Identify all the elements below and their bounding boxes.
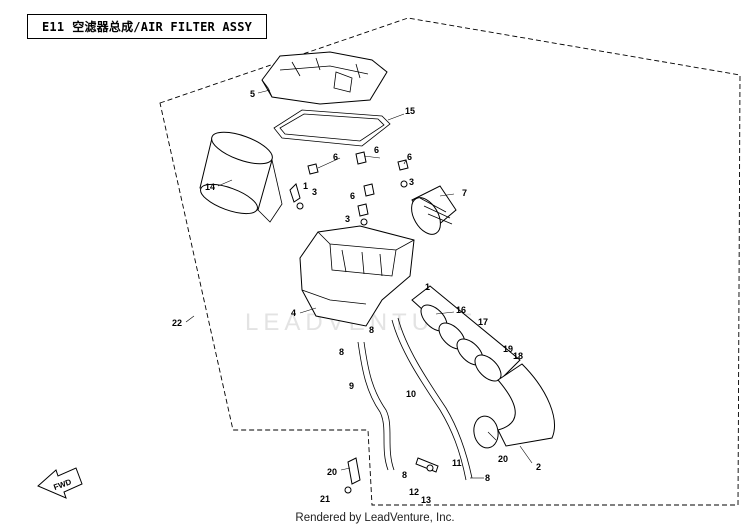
fwd-arrow-icon: FWD	[37, 467, 83, 499]
callout-3-right: 3	[409, 177, 414, 187]
callout-17: 17	[478, 317, 488, 327]
diagram-title: 空滤器总成/AIR FILTER ASSY	[72, 20, 253, 34]
callout-8-top-left: 8	[369, 325, 374, 335]
part-fittings	[289, 151, 409, 226]
diagram-code: E11	[42, 19, 65, 34]
leader-lines	[185, 89, 533, 479]
callout-8-bottom-left: 8	[402, 470, 407, 480]
callout-18: 18	[513, 351, 523, 361]
callout-21: 21	[320, 494, 330, 504]
callout-3-lower: 3	[345, 214, 350, 224]
callout-11: 11	[452, 458, 462, 468]
assembly-boundary	[159, 17, 741, 506]
callout-5: 5	[250, 89, 255, 99]
callout-19: 19	[503, 344, 513, 354]
footer-credit: Rendered by LeadVenture, Inc.	[295, 512, 455, 524]
part-outlet-boot	[411, 285, 521, 382]
callout-20-left: 20	[327, 467, 337, 477]
callout-labels: 5 15 14 1 3 6 6 6 6 3 7 3 4 22 8 8 1 16 …	[172, 89, 541, 505]
callout-6-left: 6	[333, 152, 338, 162]
part-filter-element	[199, 131, 283, 223]
callout-8-left: 8	[339, 347, 344, 357]
part-elbow-tube	[473, 363, 555, 449]
callout-12: 12	[409, 487, 419, 497]
callout-2: 2	[536, 462, 541, 472]
callout-6-middle: 6	[374, 145, 379, 155]
callout-4: 4	[291, 308, 296, 318]
callout-10: 10	[406, 389, 416, 399]
callout-15: 15	[405, 106, 415, 116]
callout-13: 13	[421, 495, 431, 505]
callout-7: 7	[462, 188, 467, 198]
callout-6-lower: 6	[350, 191, 355, 201]
callout-16: 16	[456, 305, 466, 315]
callout-8-bottom-right: 8	[485, 473, 490, 483]
diagram-title-box: E11 空滤器总成/AIR FILTER ASSY	[27, 14, 267, 39]
part-intake-duct	[411, 185, 457, 235]
part-cover	[261, 51, 388, 105]
callout-3-upper-left: 3	[312, 187, 317, 197]
callout-1-upper: 1	[303, 181, 308, 191]
callout-14: 14	[205, 182, 215, 192]
callout-6-right: 6	[407, 152, 412, 162]
part-hoses	[357, 317, 473, 481]
callout-9: 9	[349, 381, 354, 391]
part-air-box	[299, 225, 415, 327]
part-small-hardware	[344, 457, 439, 494]
callout-20-right: 20	[498, 454, 508, 464]
callout-22: 22	[172, 318, 182, 328]
part-gasket	[273, 109, 391, 147]
callout-1-lower: 1	[425, 282, 430, 292]
